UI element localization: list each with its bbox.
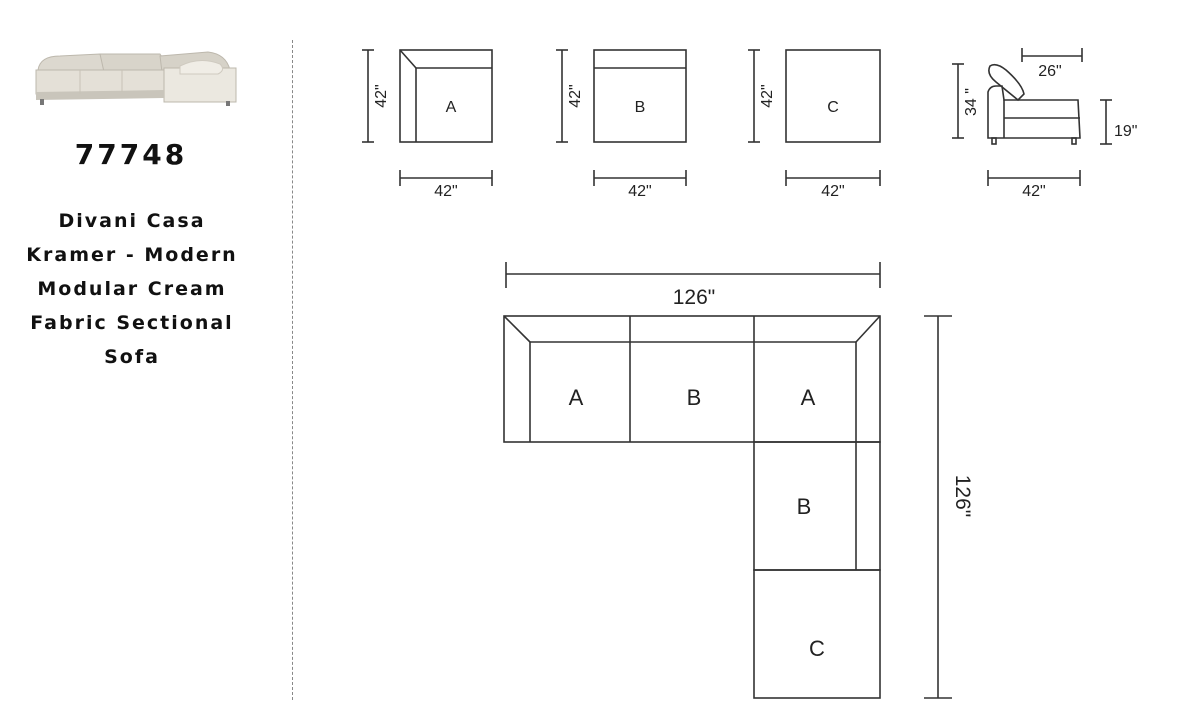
piece-b-drawing [556, 49, 687, 186]
side-seat-height-label: 19" [1114, 123, 1137, 140]
side-width-label: 42" [1022, 183, 1045, 200]
sectional-layout-drawing [503, 262, 952, 699]
piece-a-depth-label: 42" [373, 84, 390, 107]
dashed-divider [292, 40, 293, 700]
piece-c-width-label: 42" [821, 183, 844, 200]
layout-seat-5-label: C [809, 636, 825, 661]
piece-b-label: B [635, 99, 646, 116]
layout-seat-4-label: B [797, 494, 812, 519]
piece-a-width-label: 42" [434, 183, 457, 200]
product-name: Divani Casa Kramer - Modern Modular Crea… [26, 210, 238, 368]
layout-seat-2-label: B [687, 385, 702, 410]
piece-c-drawing [748, 49, 881, 186]
piece-c-depth-label: 42" [759, 84, 776, 107]
layout-seat-3-label: A [801, 385, 816, 410]
piece-c-label: C [827, 99, 839, 116]
piece-b-width-label: 42" [628, 183, 651, 200]
overall-length-label: 126" [951, 475, 974, 518]
piece-a-label: A [446, 99, 457, 116]
product-panel: 77748 Divani Casa Kramer - Modern Modula… [0, 0, 290, 717]
sofa-thumbnail-image [30, 44, 238, 108]
model-number: 77748 [74, 138, 188, 171]
layout-seat-1-label: A [569, 385, 584, 410]
overall-width-label: 126" [673, 286, 716, 309]
side-view-drawing [952, 48, 1112, 186]
piece-b-depth-label: 42" [567, 84, 584, 107]
side-back-height-label: 34 " [963, 88, 980, 116]
piece-a-drawing [362, 49, 493, 186]
side-seat-depth-label: 26" [1038, 63, 1061, 80]
